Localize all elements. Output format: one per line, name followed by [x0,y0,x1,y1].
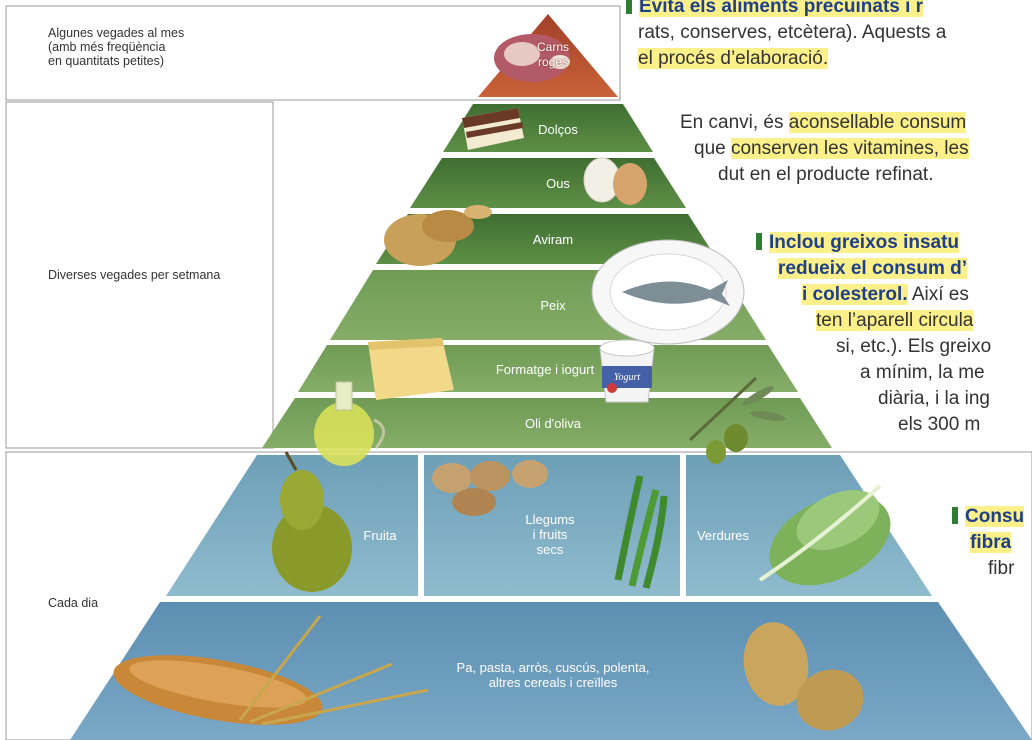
vegetables-label: Verdures [688,528,758,543]
fish-label: Peix [518,298,588,313]
heading-fibre: Consu [965,506,1024,527]
legumes-label-line: secs [510,542,590,557]
eggs-label: Ous [528,176,588,191]
paragraph-line: a mínim, la me [756,360,991,386]
olive-oil-label: Oli d'oliva [498,416,608,431]
paragraph-highlight: conserven les vitamines, les [731,138,969,159]
bullet-icon [952,507,958,524]
meat-label: Carns roges [523,40,583,70]
paragraph-line: si, etc.). Els greixo [756,334,991,360]
legumes-label: Llegums i fruits secs [510,512,590,557]
fish-plate-illustration [592,240,744,344]
cheese-illustration [368,338,454,400]
paragraph-line: rats, conserves, etcètera). Aquests a [626,20,946,46]
paragraph-line: Així es [908,284,969,305]
paragraph-highlight: ten l’aparell circula [816,310,973,331]
paragraph-line: fibr [952,556,1024,582]
legumes-label-line: i fruits [510,527,590,542]
monthly-label-line: Algunes vegades al mes [48,26,184,40]
meat-label-line: Carns [523,40,583,55]
heading-processed-foods: Evita els aliments precuinats i r [639,0,923,17]
paragraph-line: els 300 m [756,412,991,438]
paragraph-line: En canvi, és [680,112,789,133]
paragraph-highlight: aconsellable consum [789,112,966,133]
heading-fats: i colesterol. [802,284,908,305]
daily-label: Cada dia [48,596,98,610]
weekly-label: Diverses vegades per setmana [48,268,220,282]
poultry-label: Aviram [508,232,598,247]
fruit-label: Fruita [350,528,410,543]
cheese-yogurt-label: Formatge i iogurt [470,362,620,377]
monthly-label-line: (amb més freqüència [48,40,184,54]
bullet-icon [626,0,632,14]
monthly-label: Algunes vegades al mes (amb més freqüènc… [48,26,184,68]
meat-label-line: roges [523,55,583,70]
yogurt-cup-label: Yogurt [603,370,651,385]
paragraph-line: diària, i la ing [756,386,991,412]
paragraph-processed-foods: Evita els aliments precuinats i r rats, … [626,0,946,72]
cereals-label: Pa, pasta, arròs, cuscús, polenta, altre… [398,660,708,690]
heading-fats: Inclou greixos insatu [769,232,959,253]
paragraph-line: dut en el producte refinat. [680,162,969,188]
heading-fibre: fibra [970,532,1011,553]
paragraph-fibre: Consu fibra fibr [952,504,1024,582]
heading-fats: redueix el consum d’ [778,258,967,279]
cereals-label-line: Pa, pasta, arròs, cuscús, polenta, [398,660,708,675]
legumes-label-line: Llegums [510,512,590,527]
sweets-label: Dolços [518,122,598,137]
cereals-label-line: altres cereals i creïlles [398,675,708,690]
paragraph-fats: Inclou greixos insatu redueix el consum … [756,230,991,438]
paragraph-recommended: En canvi, és aconsellable consum que con… [680,110,969,188]
paragraph-line: el procés d’elaboració. [638,48,828,69]
paragraph-line: que [694,138,731,159]
monthly-label-line: en quantitats petites) [48,54,184,68]
bullet-icon [756,233,762,250]
